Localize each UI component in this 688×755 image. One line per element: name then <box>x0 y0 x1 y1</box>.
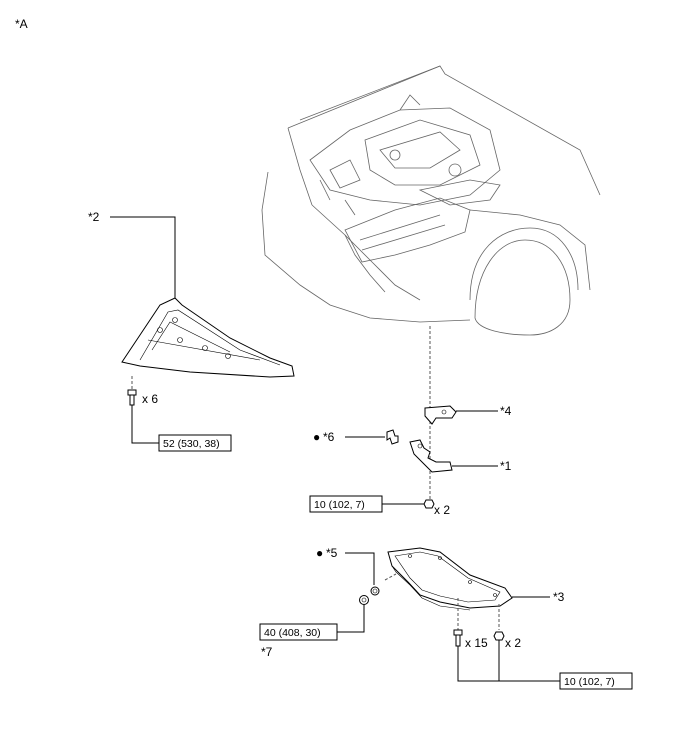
callout-2-label: *2 <box>88 210 100 224</box>
callout-1-label: *1 <box>500 459 512 473</box>
bracket-torque-value: 10 (102, 7) <box>314 499 365 511</box>
callout-2-leader <box>110 216 176 298</box>
bracket-torque-box <box>309 495 383 513</box>
bracket-nut-icon <box>423 499 435 509</box>
callout-5-marker: ● <box>316 546 323 560</box>
under-cover-bolt-qty: x 6 <box>142 392 158 406</box>
oil-pan-bolt-qty: x 15 <box>465 636 488 650</box>
oil-pan-bolt-icon <box>453 629 463 647</box>
oil-pan-nut-icon <box>493 631 505 641</box>
callout-6-label: *6 <box>323 430 335 444</box>
under-cover-torque-value: 52 (530, 38) <box>163 438 220 450</box>
callout-4-label: *4 <box>500 404 512 418</box>
callout-5-label: *5 <box>326 546 338 560</box>
oil-pan-torque-box <box>559 672 633 690</box>
callout-6-marker: ● <box>313 430 320 444</box>
sensor-bracket <box>409 439 453 473</box>
drain-plug-gasket <box>370 586 380 596</box>
under-cover-bolt-icon <box>127 389 137 406</box>
gasket-part <box>386 429 399 445</box>
drain-torque-box <box>259 623 338 641</box>
view-label: *A <box>15 17 28 31</box>
oil-pan <box>387 547 513 611</box>
under-cover-torque-leader <box>131 405 159 444</box>
drain-torque-value: 40 (408, 30) <box>264 627 321 639</box>
drain-plug <box>359 595 369 605</box>
bracket-nut-qty: x 2 <box>434 503 450 517</box>
oil-pan-torque-value: 10 (102, 7) <box>564 676 615 688</box>
callout-7-label: *7 <box>261 645 273 659</box>
callout-5-leader <box>345 552 375 585</box>
oil-pan-torque-leader-a <box>457 646 560 682</box>
oil-pan-nut-qty: x 2 <box>505 636 521 650</box>
vehicle-front-illustration <box>261 65 601 336</box>
callout-3-label: *3 <box>553 590 565 604</box>
engine-under-cover <box>121 297 295 378</box>
under-cover-torque-box <box>158 434 232 452</box>
oil-level-sensor <box>424 405 457 425</box>
drain-torque-leader <box>337 605 365 633</box>
drain-guide-line <box>384 573 397 581</box>
